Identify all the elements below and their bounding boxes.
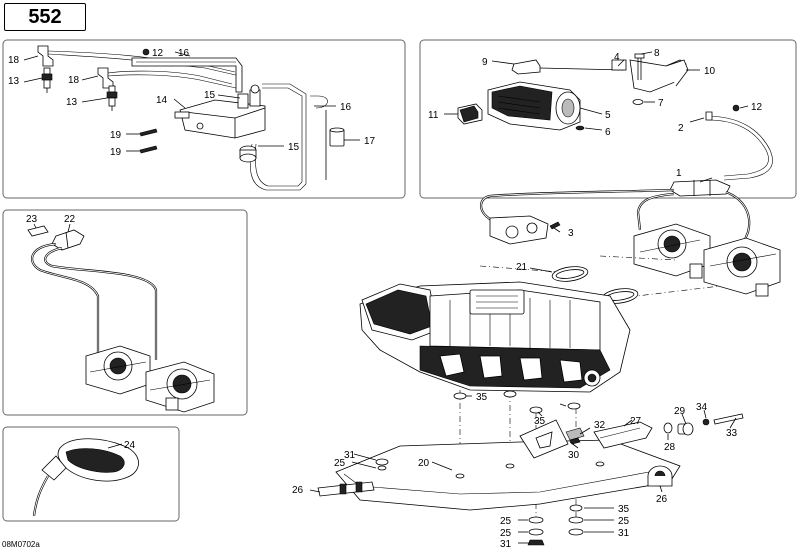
callout-24: 24 (124, 440, 136, 451)
callout-9: 9 (482, 57, 488, 68)
oil-pump (487, 81, 581, 131)
callout-26b: 26 (656, 494, 668, 505)
callout-5: 5 (605, 110, 611, 121)
callout-3: 3 (568, 228, 574, 239)
callout-15a: 15 (204, 90, 216, 101)
throttle-cables (480, 188, 751, 253)
throttle-bracket (489, 215, 561, 245)
callout-25d: 25 (500, 528, 512, 539)
mount-bracket-30-32 (519, 419, 585, 459)
clamps-21 (551, 266, 639, 304)
callout-29: 29 (674, 406, 686, 417)
callout-7: 7 (658, 98, 664, 109)
drawing-code: 08M0702a (2, 540, 40, 549)
callout-8: 8 (654, 48, 660, 59)
callout-20: 20 (418, 458, 430, 469)
rubber-mount-26 (647, 465, 673, 487)
carburetors-left (85, 345, 215, 413)
callout-35b: 35 (534, 416, 546, 427)
leaders-panel-3 (33, 223, 71, 233)
callout-23: 23 (26, 214, 38, 225)
throttle-junction-1 (669, 179, 731, 197)
leaders-panel-2 (444, 51, 749, 131)
callout-28: 28 (664, 442, 676, 453)
callout-25a: 25 (334, 458, 346, 469)
oil-pump-lever (511, 59, 689, 93)
callout-26a: 26 (292, 485, 304, 496)
hardware-28-29-33-34 (663, 413, 744, 436)
spark-plug-2 (106, 85, 118, 111)
callout-4: 4 (614, 52, 620, 63)
callout-16a: 16 (178, 48, 190, 59)
washers-35-engine (453, 390, 581, 414)
callout-labels: 1 2 3 4 5 6 7 8 9 10 11 12 12 13 13 14 1… (8, 48, 763, 550)
engine-mount-plate (335, 439, 681, 511)
leaders-engine (309, 177, 737, 544)
boot-24 (32, 438, 139, 517)
spark-plug-1 (41, 67, 53, 93)
callout-34: 34 (696, 402, 708, 413)
dot-12a (142, 48, 150, 56)
spark-plug-caps (37, 45, 241, 111)
dot-12b (732, 104, 740, 112)
callout-6: 6 (605, 127, 611, 138)
cap-17 (329, 127, 345, 147)
callout-35a: 35 (476, 392, 488, 403)
callout-19a: 19 (110, 130, 122, 141)
callout-12a: 12 (152, 48, 164, 59)
callout-31a: 31 (344, 450, 356, 461)
panel-carb-cables (2, 209, 248, 416)
callout-11: 11 (428, 110, 439, 121)
callout-31c: 31 (500, 539, 512, 550)
hardware-bottom-stack (527, 504, 584, 546)
callout-15b: 15 (288, 142, 300, 153)
callout-13a: 13 (8, 76, 20, 87)
callout-25b: 25 (500, 516, 512, 527)
callout-22: 22 (64, 214, 76, 225)
panel-oil-pump (419, 39, 797, 199)
carburetors-right (633, 223, 781, 297)
screws-19 (139, 128, 158, 154)
oil-pump-bracket-11 (457, 103, 483, 125)
engine-block (359, 281, 631, 393)
callout-33: 33 (726, 428, 738, 439)
oil-tank-hose (131, 57, 328, 191)
panel-ignition (2, 39, 406, 199)
callout-13b: 13 (66, 97, 78, 108)
callout-25c: 25 (618, 516, 630, 527)
callout-2: 2 (678, 123, 684, 134)
callout-1: 1 (676, 168, 682, 179)
model-number-box: 552 (4, 3, 86, 31)
cable-connector-22-23 (27, 225, 85, 251)
carb-cables-left (30, 242, 158, 360)
callout-17: 17 (364, 136, 376, 147)
callout-14: 14 (156, 95, 168, 106)
leaders-panel-1 (23, 51, 360, 152)
callout-19b: 19 (110, 147, 122, 158)
model-number: 552 (28, 5, 62, 28)
callout-21: 21 (516, 262, 528, 273)
callout-27: 27 (630, 416, 642, 427)
callout-18b: 18 (68, 75, 80, 86)
callout-12b: 12 (751, 102, 763, 113)
ignition-coil (174, 84, 266, 139)
oil-pump-cable (705, 111, 773, 181)
mount-26-left (317, 481, 375, 497)
panel-boot (2, 426, 180, 522)
callout-31b: 31 (618, 528, 630, 539)
callout-32: 32 (594, 420, 606, 431)
bracket-27 (593, 421, 653, 449)
hardware-6-7-8 (575, 53, 645, 131)
callout-35c: 35 (618, 504, 630, 515)
callout-10: 10 (704, 66, 716, 77)
callout-16b: 16 (340, 102, 352, 113)
hardware-25-31-top (375, 458, 389, 471)
callout-30: 30 (568, 450, 580, 461)
callout-18a: 18 (8, 55, 20, 66)
